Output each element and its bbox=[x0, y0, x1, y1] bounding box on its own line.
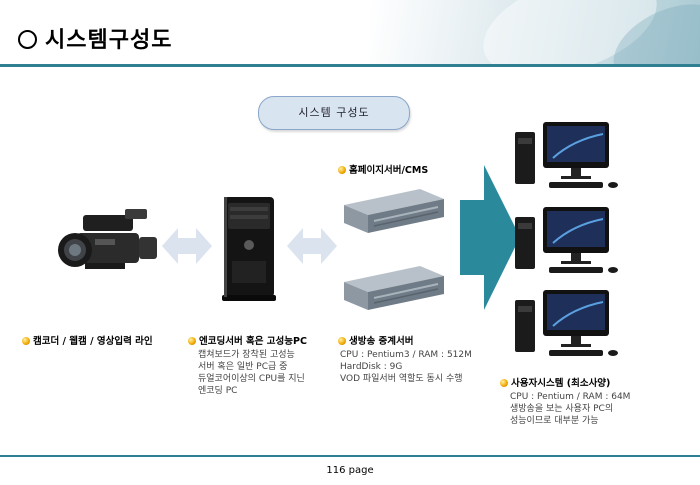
camcorder-icon bbox=[58, 209, 157, 269]
user-system-label-text: 사용자시스템 (최소사양) bbox=[511, 378, 611, 389]
rack-server-icon bbox=[344, 189, 444, 233]
camcorder-label: 캠코더 / 웹캠 / 영상입력 라인 bbox=[22, 333, 153, 347]
relay-server-description: CPU : Pentium3 / RAM : 512M HardDisk : 9… bbox=[340, 349, 472, 385]
page-title-text: 시스템구성도 bbox=[45, 28, 173, 53]
header-decoration bbox=[370, 0, 700, 66]
bullet-icon bbox=[338, 165, 346, 174]
relay-desc-line: HardDisk : 9G bbox=[340, 362, 403, 372]
user-desc-line: 성능이므로 대부분 가능 bbox=[510, 416, 599, 426]
relay-desc-line: CPU : Pentium3 / RAM : 512M bbox=[340, 350, 472, 360]
homepage-server-label: 홈페이지서버/CMS bbox=[338, 162, 428, 176]
diagram-title-pill: 시스템 구성도 bbox=[258, 96, 410, 130]
desktop-pc-icon bbox=[515, 290, 618, 356]
double-arrow-icon bbox=[162, 228, 212, 264]
big-arrow-icon bbox=[460, 165, 520, 310]
bullet-icon bbox=[188, 336, 196, 345]
desktop-pc-icon bbox=[515, 122, 618, 188]
encoder-desc-line: 캡쳐보드가 장착된 고성능 bbox=[198, 350, 295, 360]
top-rule bbox=[0, 64, 700, 67]
user-system-label: 사용자시스템 (최소사양) bbox=[500, 375, 610, 389]
page-title: 시스템구성도 bbox=[18, 22, 172, 54]
page-number: 116 page bbox=[326, 465, 374, 476]
relay-desc-line: VOD 파일서버 역할도 동시 수행 bbox=[340, 374, 463, 384]
rack-server-icon bbox=[344, 266, 444, 310]
bottom-rule bbox=[0, 455, 700, 457]
bullet-icon bbox=[500, 378, 508, 387]
encoder-label-text: 엔코딩서버 혹은 고성능PC bbox=[199, 336, 307, 347]
bullet-icon bbox=[22, 336, 30, 345]
encoder-desc-line: 듀얼코어이상의 CPU를 지닌 bbox=[198, 374, 305, 384]
encoder-desc-line: 서버 혹은 일반 PC급 중 bbox=[198, 362, 288, 372]
homepage-server-label-text: 홈페이지서버/CMS bbox=[349, 165, 429, 176]
bullet-icon bbox=[338, 336, 346, 345]
encoder-desc-line: 엔코딩 PC bbox=[198, 386, 238, 396]
double-arrow-icon bbox=[287, 228, 337, 264]
desktop-pc-icon bbox=[515, 207, 618, 273]
relay-server-label: 생방송 중계서버 bbox=[338, 333, 414, 347]
circle-icon bbox=[18, 29, 37, 49]
pc-tower-icon bbox=[222, 197, 276, 301]
encoder-label: 엔코딩서버 혹은 고성능PC bbox=[188, 333, 307, 347]
user-system-description: CPU : Pentium / RAM : 64M 생방송을 보는 사용자 PC… bbox=[510, 391, 630, 427]
encoder-description: 캡쳐보드가 장착된 고성능 서버 혹은 일반 PC급 중 듀얼코어이상의 CPU… bbox=[198, 349, 305, 397]
header bbox=[0, 0, 700, 66]
relay-server-label-text: 생방송 중계서버 bbox=[349, 336, 414, 347]
camcorder-label-text: 캠코더 / 웹캠 / 영상입력 라인 bbox=[33, 336, 153, 347]
user-desc-line: CPU : Pentium / RAM : 64M bbox=[510, 392, 631, 402]
user-desc-line: 생방송을 보는 사용자 PC의 bbox=[510, 404, 614, 414]
